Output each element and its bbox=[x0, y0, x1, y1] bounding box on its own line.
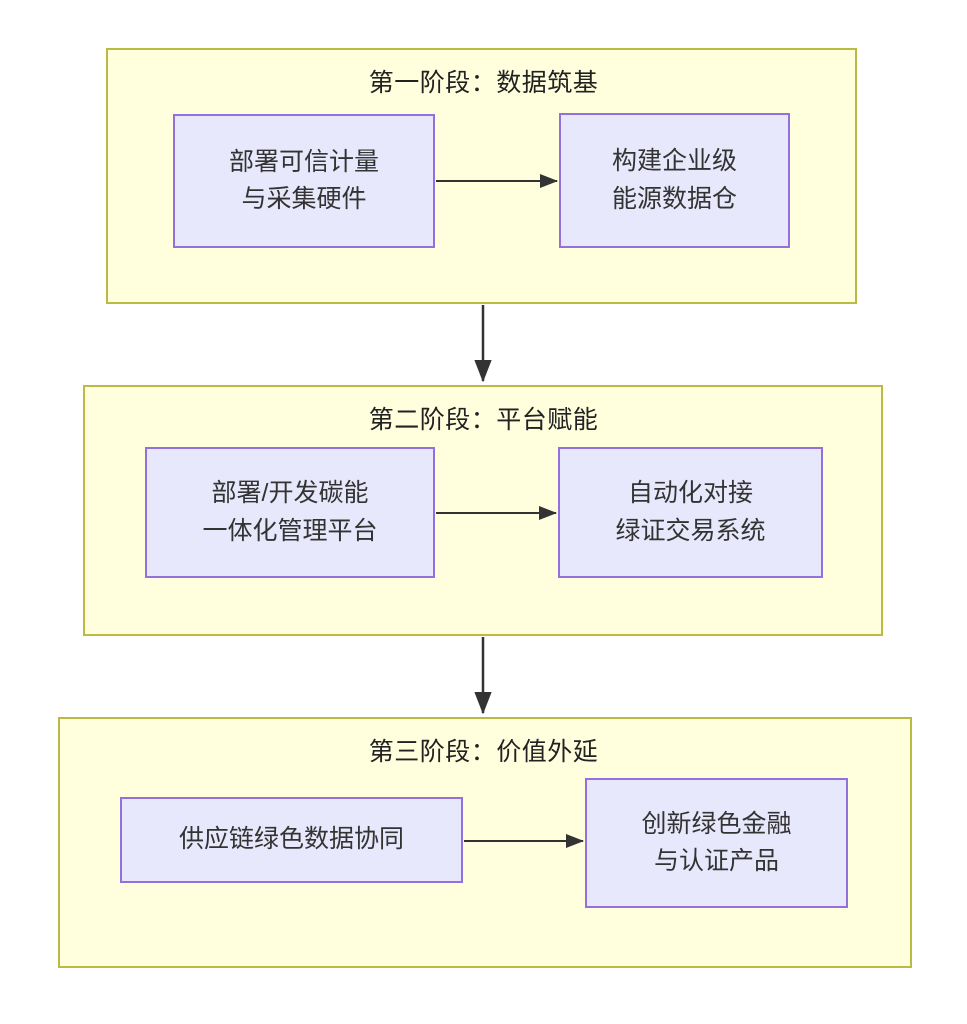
node-deploy-carbon-platform[interactable]: 部署/开发碳能 一体化管理平台 bbox=[145, 447, 435, 578]
node-supply-chain-collaboration[interactable]: 供应链绿色数据协同 bbox=[120, 797, 463, 883]
node-deploy-metering-hardware[interactable]: 部署可信计量 与采集硬件 bbox=[173, 114, 435, 248]
node-label-line: 构建企业级 bbox=[611, 147, 737, 175]
phase-title-3: 第三阶段：价值外延 bbox=[368, 738, 599, 766]
node-label-line: 一体化管理平台 bbox=[202, 516, 378, 545]
node-label-line: 部署可信计量 bbox=[228, 147, 379, 176]
phase-title-2: 第二阶段：平台赋能 bbox=[368, 406, 599, 434]
node-label-line: 创新绿色金融 bbox=[641, 809, 792, 838]
node-label-line: 绿证交易系统 bbox=[615, 516, 766, 545]
node-automate-green-certificate[interactable]: 自动化对接 绿证交易系统 bbox=[558, 447, 823, 578]
node-label-line: 部署/开发碳能 bbox=[211, 479, 369, 507]
node-label-line: 与认证产品 bbox=[653, 847, 779, 875]
node-label-line: 供应链绿色数据协同 bbox=[178, 825, 404, 854]
node-label-line: 与采集硬件 bbox=[241, 185, 367, 213]
node-label-line: 能源数据仓 bbox=[611, 184, 737, 213]
node-build-energy-warehouse[interactable]: 构建企业级 能源数据仓 bbox=[559, 113, 790, 248]
node-green-finance-products[interactable]: 创新绿色金融 与认证产品 bbox=[585, 778, 848, 908]
node-label-line: 自动化对接 bbox=[627, 479, 753, 507]
phase-title-1: 第一阶段：数据筑基 bbox=[368, 69, 599, 97]
